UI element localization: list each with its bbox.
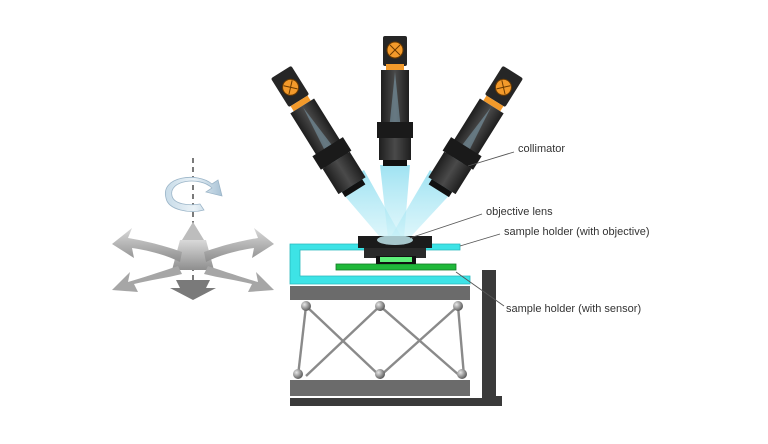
hexapod-struts xyxy=(296,305,466,377)
sample-holder-objective xyxy=(289,235,471,285)
hexapod-joints xyxy=(293,301,467,379)
sample-holder-sensor-label: sample holder (with sensor) xyxy=(506,303,642,315)
leader-lines xyxy=(409,151,515,307)
collimator-left xyxy=(271,66,366,198)
collimator-right xyxy=(428,66,523,198)
stage-frame xyxy=(290,270,502,406)
objective-lens-icon xyxy=(377,235,413,245)
sample-holder-objective-label: sample holder (with objective) xyxy=(504,226,650,238)
sample-holder-sensor xyxy=(335,256,457,271)
collimator-center xyxy=(377,36,413,166)
objective-lens-label: objective lens xyxy=(486,206,553,218)
translation-arrows-icon xyxy=(112,222,274,300)
collimator-label: collimator xyxy=(518,143,566,155)
